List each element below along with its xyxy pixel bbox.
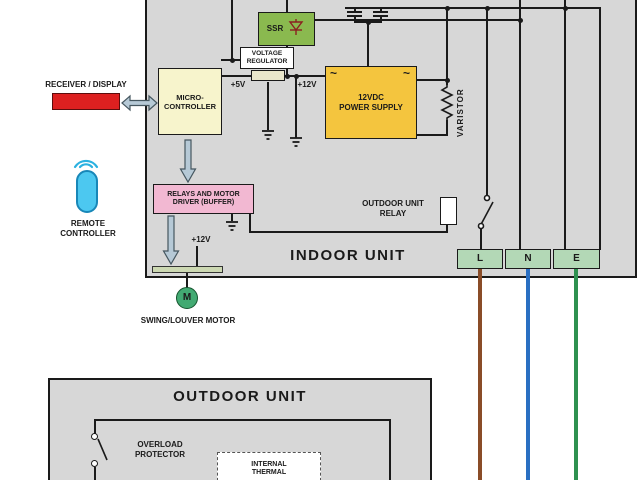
- protector-lever: [97, 438, 108, 461]
- plus5v-label: +5V: [230, 80, 246, 89]
- wire-segment: [446, 120, 448, 136]
- junction-dot: [293, 73, 299, 79]
- wire-segment: [285, 75, 325, 77]
- wire-earth: [574, 268, 578, 480]
- wire-segment: [599, 7, 601, 250]
- power-supply-box: ~ ~ 12VDC POWER SUPPLY: [325, 66, 417, 139]
- motor-symbol: M: [176, 287, 198, 309]
- terminal-N: N: [505, 249, 551, 269]
- receiver-display-box: [52, 93, 120, 110]
- microcontroller-box: MICRO- CONTROLLER: [158, 68, 222, 135]
- wire-segment: [446, 7, 448, 85]
- junction-dot: [229, 57, 235, 63]
- wire-segment: [249, 213, 251, 232]
- wire-live: [478, 268, 482, 480]
- wire-segment: [186, 273, 188, 288]
- voltage-regulator-label: VOLTAGE REGULATOR: [240, 47, 294, 69]
- wire-segment: [196, 246, 198, 267]
- wire-segment: [347, 15, 362, 17]
- wire-segment: [286, 0, 288, 12]
- wire-segment: [94, 467, 96, 480]
- wire-segment: [380, 8, 382, 12]
- wire-segment: [380, 17, 382, 22]
- wire-segment: [480, 226, 482, 251]
- ground-icon: [262, 130, 274, 140]
- wire-segment: [231, 0, 233, 60]
- wire-segment: [415, 134, 447, 136]
- ssr-label: SSR: [266, 24, 284, 34]
- ground-icon: [290, 137, 302, 147]
- wire-segment: [249, 231, 448, 233]
- wireless-signal-icon: [73, 159, 99, 169]
- junction-dot: [444, 5, 450, 11]
- wire-segment: [267, 82, 269, 130]
- plus12v-label: +12V: [297, 80, 317, 89]
- wire-segment: [231, 213, 233, 221]
- wire-segment: [354, 17, 356, 22]
- junction-dot: [284, 73, 290, 79]
- wire-segment: [373, 15, 388, 17]
- indoor-unit-title: INDOOR UNIT: [290, 247, 406, 264]
- relay-switch-icon: [477, 194, 494, 230]
- voltage-regulator-component: [251, 70, 285, 81]
- wire-segment: [347, 11, 362, 13]
- wire-segment: [295, 77, 297, 138]
- receiver-display-label: RECEIVER / DISPLAY: [45, 80, 127, 89]
- ac-symbol: ~: [402, 66, 410, 80]
- ground-icon: [226, 221, 238, 231]
- wire-segment: [486, 7, 488, 198]
- protector-contact: [91, 433, 98, 440]
- wire-segment: [446, 224, 448, 232]
- outdoor-relay-label: OUTDOOR UNIT RELAY: [362, 199, 424, 218]
- down-arrow-icon: [162, 215, 180, 266]
- outdoor-unit-title: OUTDOOR UNIT: [173, 388, 307, 405]
- overload-protector-label: OVERLOAD PROTECTOR: [134, 440, 186, 459]
- junction-dot: [444, 77, 450, 83]
- wire-segment: [95, 419, 391, 421]
- wire-segment: [415, 79, 447, 81]
- triac-symbol-icon: [288, 19, 304, 35]
- terminal-L: L: [457, 249, 503, 269]
- junction-dot: [562, 5, 568, 11]
- junction-dot: [484, 5, 490, 11]
- varistor-label: VARISTOR: [456, 88, 465, 137]
- wire-segment: [314, 19, 521, 21]
- terminal-E: E: [553, 249, 600, 269]
- junction-dot: [365, 19, 371, 25]
- wire-segment: [564, 0, 566, 250]
- wire-segment: [519, 0, 521, 250]
- ac-symbol: ~: [330, 66, 338, 80]
- protector-contact: [91, 460, 98, 467]
- wire-segment: [373, 11, 388, 13]
- varistor-symbol: [440, 84, 454, 122]
- wire-segment: [345, 7, 601, 9]
- bidirectional-arrow-icon: [121, 94, 158, 112]
- wire-segment: [94, 419, 96, 435]
- junction-dot: [517, 17, 523, 23]
- remote-controller-label: REMOTE CONTROLLER: [60, 219, 116, 238]
- swing-motor-label: SWING/LOUVER MOTOR: [140, 316, 236, 325]
- remote-controller-body: [76, 170, 98, 213]
- wire-segment: [389, 419, 391, 480]
- internal-thermal-box: INTERNAL THERMAL: [217, 452, 321, 480]
- ssr-box: SSR: [258, 12, 315, 46]
- wire-segment: [221, 75, 252, 77]
- motor-12v-label: +12V: [191, 235, 211, 244]
- wire-segment: [367, 22, 369, 67]
- wire-neutral: [526, 268, 530, 480]
- power-supply-label: 12VDC POWER SUPPLY: [339, 92, 403, 112]
- outdoor-relay-box: [440, 197, 457, 225]
- louver-bar: [152, 266, 223, 273]
- wire-segment: [354, 8, 356, 12]
- down-arrow-icon: [179, 139, 197, 184]
- relays-driver-box: RELAYS AND MOTOR DRIVER (BUFFER): [153, 184, 254, 214]
